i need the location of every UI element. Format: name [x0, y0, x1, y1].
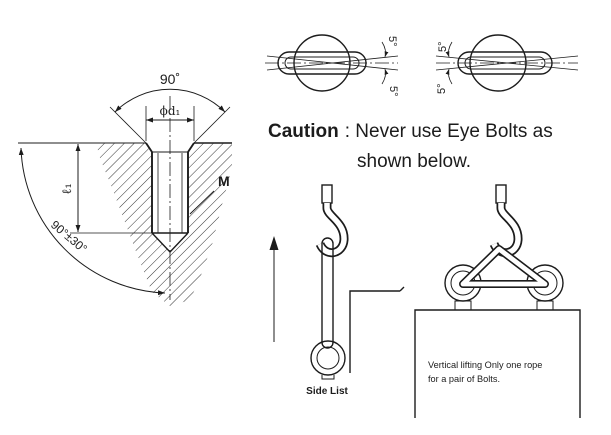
vertical-lift-rope [459, 245, 549, 288]
svg-text:Caution: Never use Eye Bolts a: Caution : Never use Eye Bolts as [268, 121, 553, 142]
side-lift-sling [321, 237, 334, 349]
angle-label-upper-right: 5° [437, 41, 449, 52]
side-lift-wall [349, 286, 405, 373]
vertical-lift-caption-line2: for a pair of Bolts. [428, 374, 500, 384]
angle-label-lower-left: 5° [387, 86, 399, 97]
countersink-angle-dimension: 90˚ [109, 71, 231, 144]
caution-text-line1: : Never use Eye Bolts as [345, 121, 553, 142]
diameter-dimension: ϕd₁ [145, 104, 195, 141]
countersink-angle-label: 90˚ [160, 71, 180, 87]
thread-callout: M [189, 173, 230, 215]
thread-label: M [218, 173, 230, 189]
side-lift-caption: Side List [306, 386, 348, 397]
thread-leader [189, 190, 215, 215]
eye-bolt-top-view-right: 5° 5° [435, 34, 579, 94]
angle-label-upper-left: 5° [386, 36, 398, 47]
vertical-lift-load-block [414, 309, 581, 418]
vertical-lift-hook [489, 184, 523, 258]
side-lift-eye-bolt-ring [310, 340, 346, 380]
diameter-label: ϕd₁ [160, 104, 181, 118]
eye-bolt-top-view-left: 5° 5° [265, 34, 399, 97]
hatched-material [96, 143, 232, 306]
caution-heading: Caution [268, 121, 339, 142]
side-lift-illustration: Side List [269, 184, 405, 397]
tapped-hole-section-view: 90˚ ϕd₁ ℓ₁ M 90°±30° [18, 71, 232, 306]
lift-direction-arrow [269, 236, 279, 342]
caution-text-line2: shown below. [357, 151, 471, 172]
caution-note: Caution : Never use Eye Bolts as shown be… [268, 121, 553, 172]
side-lift-hook [315, 184, 349, 258]
depth-label: ℓ₁ [60, 183, 75, 194]
vertical-lift-illustration: Vertical lifting Only one rope for a pai… [414, 184, 581, 418]
vertical-lift-caption-line1: Vertical lifting Only one rope [428, 360, 542, 370]
angle-label-lower-right: 5° [436, 83, 448, 94]
